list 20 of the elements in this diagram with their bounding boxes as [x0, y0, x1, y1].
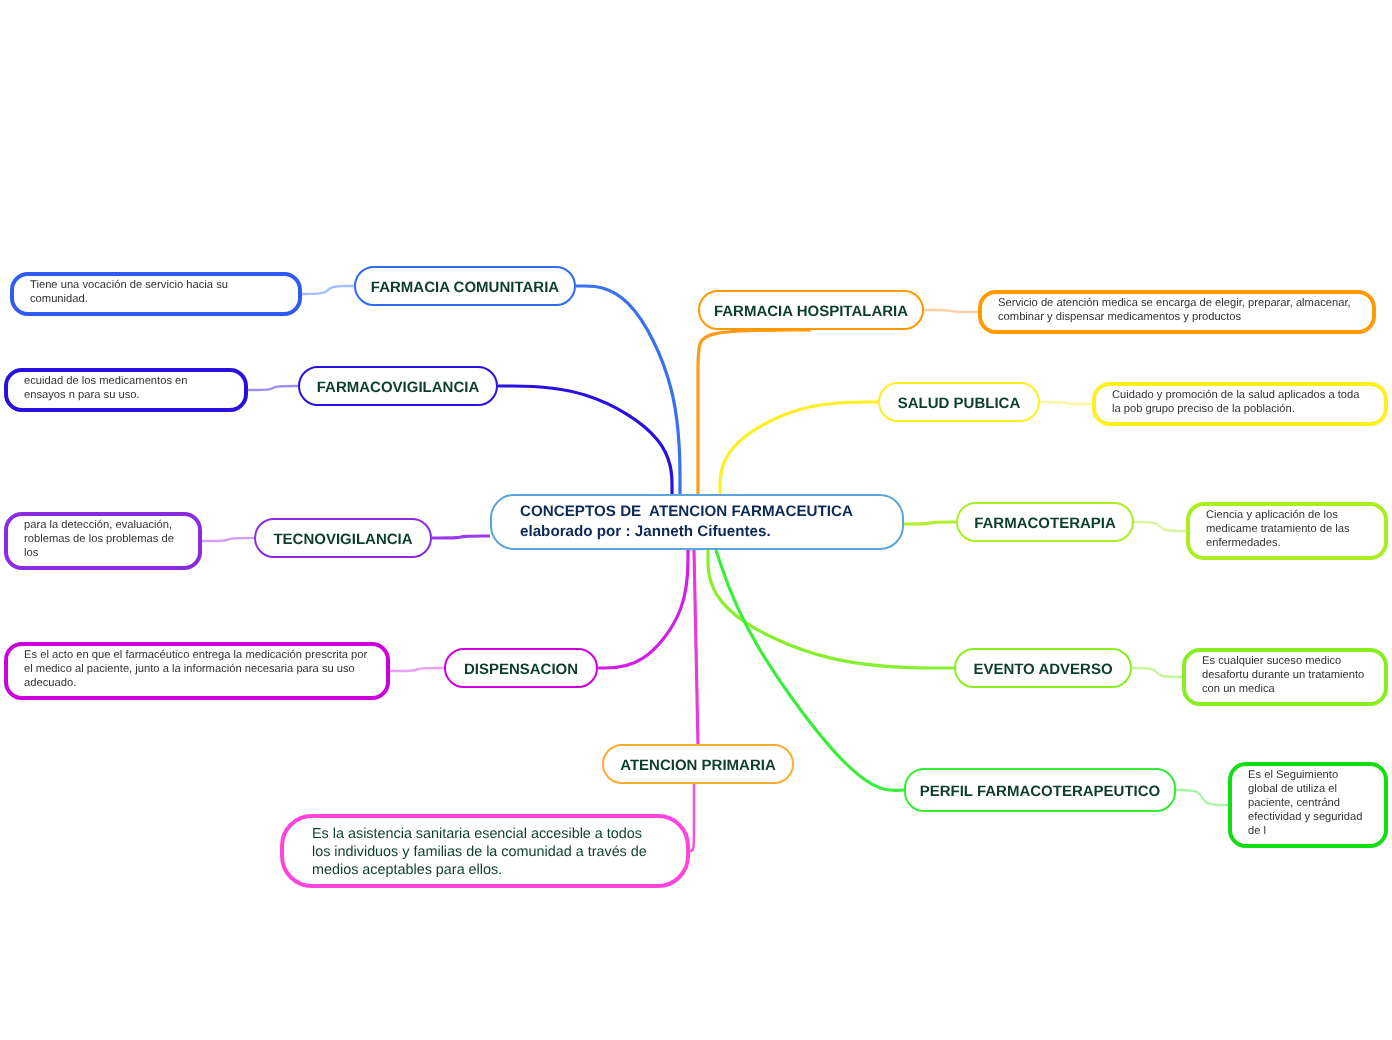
connector-line	[302, 284, 354, 296]
connector-line	[390, 666, 444, 673]
connector-line	[1040, 400, 1092, 406]
connector-line	[1132, 666, 1182, 679]
connector-line	[714, 549, 905, 792]
connector-line	[576, 284, 682, 494]
connector-line	[696, 328, 811, 494]
connector-line	[692, 549, 700, 745]
connector-line	[202, 536, 254, 543]
connector-line	[904, 520, 956, 526]
connector-line	[432, 534, 490, 540]
connector-line	[924, 308, 978, 314]
connector-line	[1134, 520, 1186, 533]
connector-line	[718, 400, 878, 494]
connector-line	[706, 550, 954, 670]
connector-line	[1176, 788, 1228, 807]
connector-line	[498, 384, 674, 494]
connector-line	[248, 384, 298, 392]
connector-line	[598, 550, 690, 670]
connector-line	[689, 784, 696, 853]
